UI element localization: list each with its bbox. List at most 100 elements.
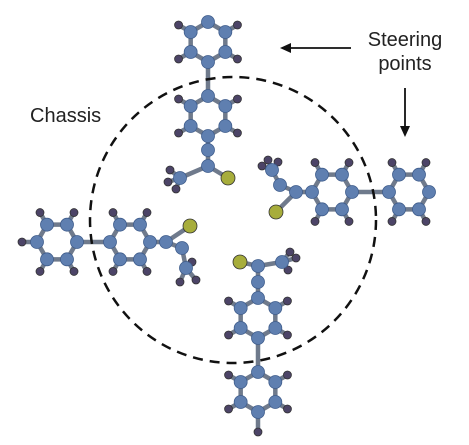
arm-bottom-hydrogen-atom [283,370,292,380]
arm-left-hydrogen-atom [69,267,79,276]
arm-bottom-hydrogen-atom [283,265,293,275]
arm-bottom-hydrogen-atom [224,370,233,380]
arm-top-hydrogen-atom [233,128,242,138]
arm-top-carbon-atom [173,171,187,185]
arm-bottom-carbon-atom [268,375,283,389]
sulfur-atom-right [268,204,284,220]
arm-left-hydrogen-atom [191,275,201,285]
arm-left-hydrogen-atom [108,267,118,276]
arm-top-hydrogen-atom [174,54,183,64]
arm-left-carbon-atom [159,235,173,249]
arm-right-carbon-atom [335,167,349,182]
arm-right-carbon-atom [289,185,303,199]
arm-right-hydrogen-atom [310,217,320,226]
arm-left-carbon-atom [40,217,54,232]
arm-right-hydrogen-atom [421,158,431,167]
arm-bottom-carbon-atom [251,275,265,289]
arm-left-carbon-atom [103,235,117,249]
arm-right-hydrogen-atom [257,161,267,171]
arm-top-hydrogen-atom [163,177,173,187]
arm-bottom-carbon-atom [268,321,283,335]
arm-top-carbon-atom [218,119,233,133]
arm-right-carbon-atom [392,167,406,182]
arm-right-carbon-atom [422,185,436,199]
atom-layer [17,15,436,437]
arm-left-carbon-atom [179,261,193,275]
arm-left-carbon-atom [113,217,127,232]
arm-top-carbon-atom [218,45,233,59]
arm-right-carbon-atom [265,163,279,177]
arm-right-hydrogen-atom [387,158,397,167]
arm-bottom-carbon-atom [268,301,283,315]
arm-right-carbon-atom [273,178,287,192]
arm-top-carbon-atom [201,143,215,157]
arm-bottom-carbon-atom [251,291,265,305]
arm-bottom-carbon-atom [251,259,265,273]
arm-bottom-hydrogen-atom [253,427,263,437]
arm-right-carbon-atom [315,202,329,217]
arm-top-carbon-atom [201,15,215,29]
arm-left-carbon-atom [113,252,127,267]
sulfur-atom-left [182,218,198,234]
arm-top-hydrogen-atom [171,184,181,194]
arm-bottom-carbon-atom [275,255,289,269]
steering-points-label: Steering points [357,28,453,76]
arm-bottom-carbon-atom [251,365,265,379]
arm-left-carbon-atom [133,252,147,267]
sulfur-atom-bottom [232,254,248,270]
arm-bottom-hydrogen-atom [224,330,233,340]
arm-top-carbon-atom [201,129,215,143]
sulfur-atom-top [220,170,236,186]
arm-left-carbon-atom [70,235,84,249]
bond-layer [19,19,432,435]
steering-arrow-left [280,43,351,53]
arm-right-hydrogen-atom [387,217,397,226]
arm-left-hydrogen-atom [142,208,152,217]
arm-top-carbon-atom [218,99,233,113]
arm-bottom-hydrogen-atom [283,296,292,306]
steering-label-line2: points [378,53,432,75]
arm-bottom-carbon-atom [233,301,248,315]
arm-bottom-hydrogen-atom [283,404,292,414]
arm-top-hydrogen-atom [174,128,183,138]
arm-bottom-carbon-atom [233,375,248,389]
arm-top-hydrogen-atom [174,94,183,104]
arm-bottom-carbon-atom [233,321,248,335]
steering-label-line1: Steering [367,29,443,51]
arm-left-carbon-atom [30,235,44,249]
arm-bottom-hydrogen-atom [285,247,295,257]
chassis-label: Chassis [30,105,102,127]
arm-right-hydrogen-atom [421,217,431,226]
arm-right-carbon-atom [305,185,319,199]
arm-top-hydrogen-atom [174,20,183,30]
arm-left-hydrogen-atom [69,208,79,217]
arm-top-carbon-atom [183,45,198,59]
arm-left-carbon-atom [60,252,74,267]
arm-top-carbon-atom [201,159,215,173]
arm-right-hydrogen-atom [273,157,283,167]
arm-bottom-hydrogen-atom [291,253,301,263]
arm-left-carbon-atom [40,252,54,267]
arm-top-hydrogen-atom [233,20,242,30]
arm-right-carbon-atom [335,202,349,217]
arm-right-carbon-atom [412,167,426,182]
arm-left-carbon-atom [143,235,157,249]
arm-left-hydrogen-atom [17,237,27,247]
arm-top-carbon-atom [201,55,215,69]
arm-right-hydrogen-atom [263,155,273,165]
arm-bottom-carbon-atom [233,395,248,409]
arm-right-carbon-atom [315,167,329,182]
arm-bottom-carbon-atom [251,405,265,419]
arm-right-carbon-atom [392,202,406,217]
arm-left-carbon-atom [175,241,189,255]
arm-left-hydrogen-atom [35,208,45,217]
arm-left-hydrogen-atom [175,277,185,287]
arm-left-carbon-atom [133,217,147,232]
arm-left-carbon-atom [60,217,74,232]
arm-right-carbon-atom [412,202,426,217]
dashed-chassis-circle [88,75,378,365]
arm-top-carbon-atom [183,119,198,133]
arm-right-hydrogen-atom [344,158,354,167]
arm-top-hydrogen-atom [233,94,242,104]
